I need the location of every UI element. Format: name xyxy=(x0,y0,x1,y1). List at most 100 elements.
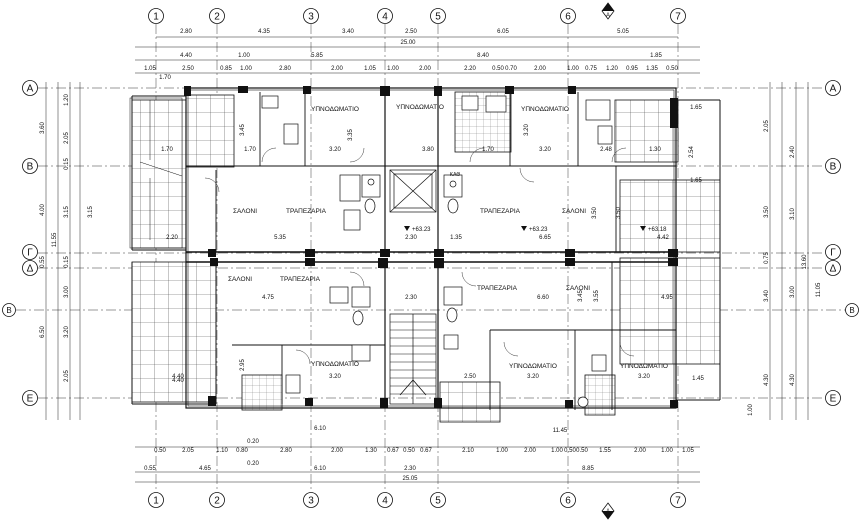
axis-bubble: 3 xyxy=(303,8,319,24)
svg-text:2.05: 2.05 xyxy=(64,132,70,144)
axis-bubble: B xyxy=(845,303,859,317)
svg-text:Γ: Γ xyxy=(830,248,836,259)
svg-text:2.00: 2.00 xyxy=(331,66,343,72)
svg-text:3.15: 3.15 xyxy=(64,206,70,218)
dimension-lines-left xyxy=(45,82,81,420)
svg-text:6: 6 xyxy=(565,496,571,507)
room-label: ΣΑΛΟΝΙ xyxy=(228,276,252,283)
svg-text:2.80: 2.80 xyxy=(279,66,291,72)
room-label: ΥΠΝΟΔΩΜΑΤΙΟ xyxy=(396,104,444,111)
svg-text:7: 7 xyxy=(675,12,681,23)
stair-core xyxy=(129,97,437,405)
structural-columns xyxy=(184,86,678,408)
section-marker-top: A xyxy=(601,2,615,20)
svg-text:2: 2 xyxy=(214,12,220,23)
svg-text:3.60: 3.60 xyxy=(40,122,46,134)
axis-bubble: Γ xyxy=(22,244,38,260)
svg-text:1.00: 1.00 xyxy=(238,53,250,59)
svg-text:2.95: 2.95 xyxy=(240,359,246,371)
svg-text:0.67: 0.67 xyxy=(420,448,432,454)
svg-text:2.48: 2.48 xyxy=(600,147,612,153)
svg-text:2.00: 2.00 xyxy=(524,448,536,454)
svg-text:0.15: 0.15 xyxy=(64,158,70,170)
svg-text:2.20: 2.20 xyxy=(464,66,476,72)
axis-bubble: 7 xyxy=(670,8,686,24)
axis-bubble: 3 xyxy=(303,492,319,508)
svg-text:Δ: Δ xyxy=(27,264,34,275)
svg-text:5.85: 5.85 xyxy=(311,53,323,59)
svg-text:1.70: 1.70 xyxy=(161,147,173,153)
room-label: ΤΡΑΠΕΖΑΡΙΑ xyxy=(477,285,518,292)
dimension-lines-top xyxy=(135,36,700,74)
level-marker: +63.18 xyxy=(640,226,667,233)
level-markers: +63.23 +63.23 +63.18 xyxy=(404,226,667,233)
svg-text:4.40: 4.40 xyxy=(172,374,184,380)
dimension-lines-bottom xyxy=(135,446,700,483)
svg-text:E: E xyxy=(830,394,837,405)
svg-text:1.05: 1.05 xyxy=(682,448,694,454)
svg-text:1: 1 xyxy=(153,496,159,507)
svg-text:11.05: 11.05 xyxy=(816,282,822,297)
svg-text:3.15: 3.15 xyxy=(88,206,94,218)
svg-text:1.35: 1.35 xyxy=(450,235,462,241)
svg-text:0.50: 0.50 xyxy=(492,66,504,72)
svg-text:0.55: 0.55 xyxy=(40,256,46,268)
svg-text:0.15: 0.15 xyxy=(64,256,70,268)
axis-bubble: Δ xyxy=(825,260,841,276)
svg-text:1.00: 1.00 xyxy=(387,66,399,72)
axis-bubble: B xyxy=(825,158,841,174)
svg-text:2.05: 2.05 xyxy=(64,370,70,382)
axis-bubble: Γ xyxy=(825,244,841,260)
axis-grid xyxy=(16,24,846,490)
svg-text:2.30: 2.30 xyxy=(405,295,417,301)
svg-text:3.45: 3.45 xyxy=(240,124,246,136)
svg-text:A: A xyxy=(606,13,610,19)
axis-bubble: 1 xyxy=(148,492,164,508)
svg-text:4: 4 xyxy=(382,496,388,507)
svg-text:2.00: 2.00 xyxy=(534,66,546,72)
svg-text:1.00: 1.00 xyxy=(240,66,252,72)
svg-text:0.20: 0.20 xyxy=(247,439,259,445)
svg-text:2.50: 2.50 xyxy=(182,66,194,72)
svg-text:5: 5 xyxy=(435,496,441,507)
svg-text:13.60: 13.60 xyxy=(802,254,808,270)
svg-text:0.20: 0.20 xyxy=(247,461,259,467)
room-label: ΣΑΛΟΝΙ xyxy=(562,208,586,215)
svg-text:1.00: 1.00 xyxy=(748,404,754,416)
svg-text:Γ: Γ xyxy=(27,248,33,259)
axis-bubble: 1 xyxy=(148,8,164,24)
axis-bubble: E xyxy=(825,390,841,406)
svg-text:2.30: 2.30 xyxy=(405,235,417,241)
svg-text:3.20: 3.20 xyxy=(64,326,70,338)
svg-text:4.30: 4.30 xyxy=(764,374,770,386)
svg-text:0.55: 0.55 xyxy=(144,466,156,472)
svg-text:1.65: 1.65 xyxy=(690,105,702,111)
svg-text:0.95: 0.95 xyxy=(626,66,638,72)
svg-text:3.80: 3.80 xyxy=(422,147,434,153)
svg-text:A: A xyxy=(830,84,837,95)
axis-bubble: 4 xyxy=(377,8,393,24)
svg-text:1.20: 1.20 xyxy=(64,94,70,106)
svg-text:2.00: 2.00 xyxy=(634,448,646,454)
axis-bubble: 5 xyxy=(430,492,446,508)
svg-text:1.00: 1.00 xyxy=(661,448,673,454)
svg-text:B: B xyxy=(6,306,11,315)
svg-text:+63.18: +63.18 xyxy=(648,227,667,233)
svg-text:0.50: 0.50 xyxy=(576,448,588,454)
svg-text:1.00: 1.00 xyxy=(496,448,508,454)
level-marker: +63.23 xyxy=(404,226,431,233)
svg-text:3.50: 3.50 xyxy=(764,206,770,218)
room-label: ΥΠΝΟΔΩΜΑΤΙΟ xyxy=(509,363,557,370)
svg-text:1.20: 1.20 xyxy=(606,66,618,72)
svg-text:1.00: 1.00 xyxy=(567,66,579,72)
svg-text:2.30: 2.30 xyxy=(404,466,416,472)
svg-text:3.40: 3.40 xyxy=(764,290,770,302)
svg-text:A: A xyxy=(27,84,34,95)
svg-text:2.40: 2.40 xyxy=(790,146,796,158)
svg-text:3.20: 3.20 xyxy=(329,374,341,380)
room-label: ΥΠΝΟΔΩΜΑΤΙΟ xyxy=(311,106,359,113)
axis-bubble: 6 xyxy=(560,8,576,24)
svg-text:B: B xyxy=(849,306,854,315)
svg-text:11.45: 11.45 xyxy=(553,428,568,434)
